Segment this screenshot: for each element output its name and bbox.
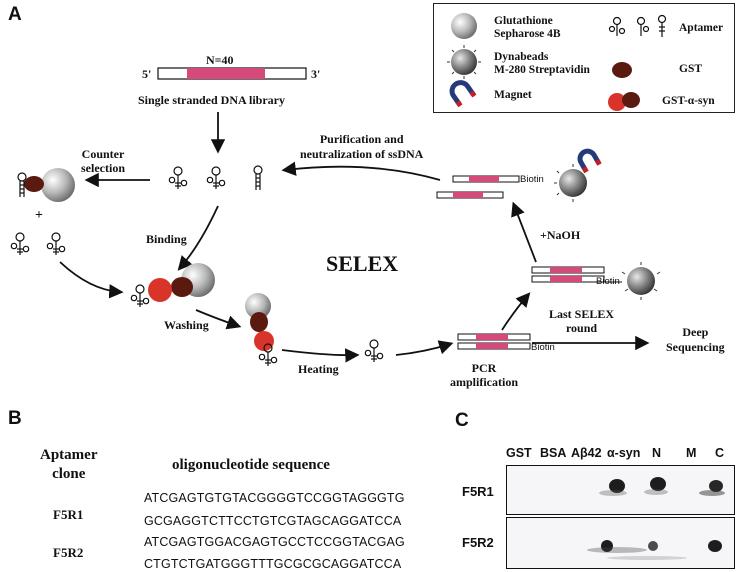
library-5prime: 5' [142, 67, 152, 81]
lane-label: α-syn [607, 446, 641, 460]
lane-label: N [652, 446, 662, 460]
selex-center-label: SELEX [326, 251, 399, 276]
arrow-binding [177, 205, 219, 271]
counter-selection-complex [17, 168, 75, 202]
legend-box: Glutathione Sepharose 4B Aptamer Dynabea… [433, 3, 735, 113]
pcr-label: PCR amplification [450, 361, 518, 389]
panel-b-letter: B [8, 408, 22, 429]
counter-selection-label: Counter selection [81, 147, 125, 175]
library-n-label: N=40 [206, 53, 234, 67]
arrow-to-binding [59, 261, 124, 299]
legend-aptamer-label: Aptamer [679, 22, 724, 34]
arrow-washing [195, 309, 242, 330]
arrow-pcr-to-bead [501, 292, 531, 331]
selex-diagram [10, 67, 661, 367]
unbound-aptamer-2 [46, 232, 66, 256]
plus-sign: + [35, 208, 43, 223]
legend-gst-label: GST [679, 63, 703, 75]
purification-label: Purification and neutralization of ssDNA [300, 132, 424, 161]
library-random-region [187, 68, 265, 79]
pool-aptamer-3 [253, 165, 263, 191]
blot-row-label-f5r1: F5R1 [462, 484, 494, 499]
deep-sequencing-label: Deep Sequencing [666, 325, 725, 354]
library-3prime: 3' [311, 67, 321, 81]
arrow-to-pcr [395, 340, 454, 356]
naoh-label: +NaOH [540, 228, 581, 242]
sequence-line: GCGAGGTCTTCCTGTCGTAGCAGGATCCA [144, 514, 402, 528]
pool-aptamer-2 [206, 166, 226, 190]
dynabead-icon [447, 45, 481, 79]
sequence-header: oligonucleotide sequence [172, 457, 330, 473]
lane-label: BSA [540, 446, 567, 460]
biotin-top-label: Biotin [520, 174, 544, 185]
sequence-line: ATCGAGTGGACGAGTGCCTCCGGTACGAG [144, 535, 405, 549]
binding-complex [130, 263, 215, 308]
gst-icon [612, 62, 632, 78]
blot-row-f5r1 [506, 465, 735, 515]
eluted-aptamer [364, 339, 384, 363]
washing-label: Washing [164, 318, 209, 332]
glutathione-bead-icon [451, 13, 477, 39]
blot-f5r1-spots [599, 477, 725, 496]
pcr-dsdna [457, 333, 531, 350]
legend-magnet-label: Magnet [494, 89, 532, 101]
blot-row-f5r2 [506, 517, 735, 569]
streptavidin-bead-1 [621, 262, 661, 300]
streptavidin-bead-2 [554, 164, 587, 202]
sequence-line: ATCGAGTGTGTACGGGGTCCGGTAGGGTG [144, 491, 405, 505]
lane-label: Aβ42 [571, 446, 602, 460]
binding-label: Binding [146, 232, 187, 246]
arrow-purification [281, 161, 441, 181]
lane-label: GST [506, 446, 532, 460]
heating-label: Heating [298, 362, 339, 376]
blot-row-label-f5r2: F5R2 [462, 535, 494, 550]
legend-glutathione-label: Glutathione Sepharose 4B [494, 15, 561, 40]
separated-strands [436, 175, 520, 199]
arrow-naoh [511, 201, 537, 263]
aptamer-icon [608, 14, 667, 37]
biotin-pcr-label: Biotin [531, 342, 555, 353]
gst-asyn-icon [608, 92, 640, 111]
arrow-heating [281, 348, 360, 363]
biotin-bead-label: Biotin [596, 276, 620, 287]
lane-label: M [686, 446, 697, 460]
unbound-aptamer-1 [10, 232, 30, 256]
clone-name-f5r1: F5R1 [53, 507, 84, 522]
panel-c-letter: C [455, 410, 469, 431]
legend-icons [447, 13, 667, 111]
panel-a-letter: A [8, 4, 22, 25]
blot-f5r2-spots [587, 540, 722, 560]
legend-gst-asyn-label: GST-α-syn [662, 95, 715, 107]
last-selex-label: Last SELEX round [549, 307, 615, 335]
magnet-on-bead [577, 148, 602, 174]
biotin-dsdna [531, 266, 605, 283]
sequence-line: CTGTCTGATGGGTTTGCGCGCAGGATCCA [144, 557, 402, 571]
washed-complex [245, 293, 278, 367]
aptamer-clone-header: Aptamer clone [40, 447, 98, 482]
pool-aptamer-1 [168, 166, 188, 190]
library-caption: Single stranded DNA library [138, 93, 286, 107]
clone-name-f5r2: F5R2 [53, 545, 84, 560]
legend-dynabeads-label: Dynabeads M-280 Streptavidin [494, 51, 590, 76]
lane-label: C [715, 446, 725, 460]
magnet-icon [449, 80, 477, 108]
